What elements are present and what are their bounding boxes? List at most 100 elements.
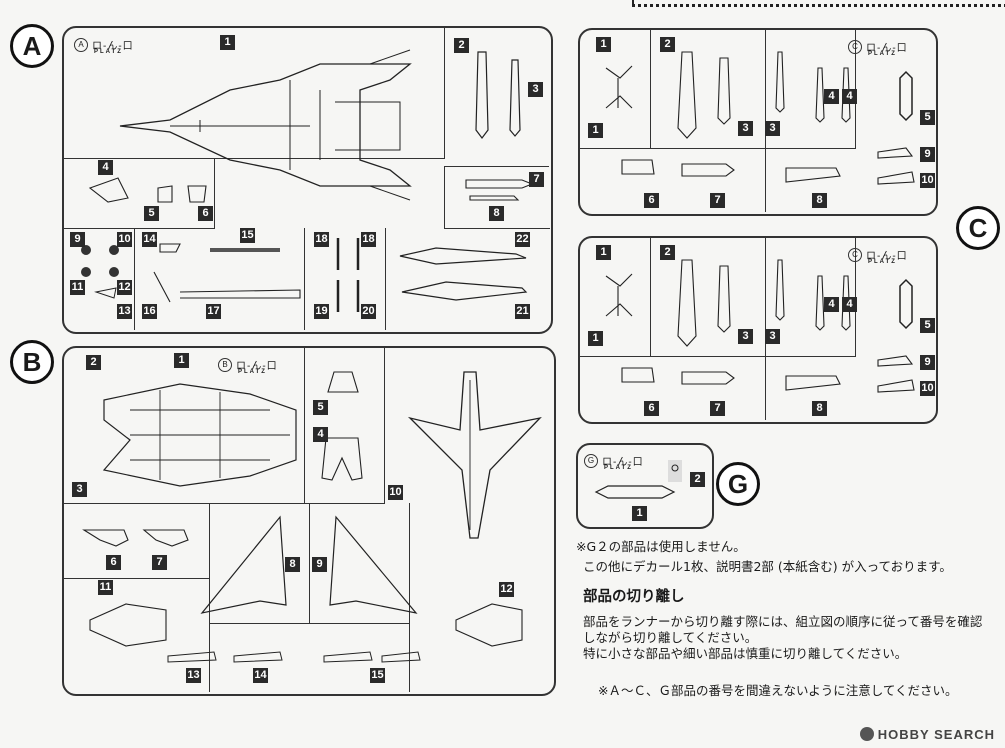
part-number: 3: [738, 121, 753, 136]
sprue-b-letter: B: [10, 340, 54, 384]
sprue-g-runner: [576, 443, 714, 529]
sprue-a-letter: A: [10, 24, 54, 68]
part-number: 13: [117, 304, 132, 319]
part-number: 22: [515, 232, 530, 247]
sprue-a-cell-4-6: [64, 158, 215, 229]
part-number: 3: [765, 121, 780, 136]
part-number: 4: [824, 89, 839, 104]
part-number: 5: [313, 400, 328, 415]
section-title: 部品の切り離し: [583, 589, 685, 605]
part-number: 4: [842, 297, 857, 312]
sprue-b-part-4-5: [321, 371, 363, 481]
sprue-b-cell-12: [409, 503, 553, 692]
watermark: HOBBY SEARCH: [859, 727, 995, 742]
part-number: 1: [220, 35, 235, 50]
part-number: 6: [644, 401, 659, 416]
sprue-b-runner: [62, 346, 556, 696]
part-number: 10: [117, 232, 132, 247]
sprue-a-part-18-20: [336, 238, 360, 312]
part-number: 7: [152, 555, 167, 570]
sprue-b-part-6-7: [82, 529, 189, 547]
sprue-a-cell-14-17: [134, 228, 305, 330]
sprue-a-cell-7-8: [444, 166, 550, 229]
part-number: 11: [70, 280, 85, 295]
sprue-b-part-13-15: [167, 651, 421, 663]
part-number: 3: [528, 82, 543, 97]
sprue-a-part-7-8: [465, 179, 534, 201]
part-number: 2: [86, 355, 101, 370]
sprue-b-part-11-12: [89, 603, 523, 647]
part-number: 18: [361, 232, 376, 247]
sprue-a-part-4-6: [88, 177, 207, 203]
part-number: 9: [920, 355, 935, 370]
part-number: 21: [515, 304, 530, 319]
part-number: 11: [98, 580, 113, 595]
part-number: 4: [842, 89, 857, 104]
part-number: 1: [596, 37, 611, 52]
part-number: 15: [370, 668, 385, 683]
sprue-b-part-8: [200, 515, 287, 614]
sprue-b-part-1-fuselage: [102, 383, 297, 487]
part-number: 3: [738, 329, 753, 344]
part-number: 6: [106, 555, 121, 570]
note-contents: この他にデカール1枚、説明書2部 (本紙含む) が入っております。: [583, 559, 952, 574]
instruction-line-2: しながら切り離してください。: [583, 630, 758, 645]
part-number: 10: [920, 173, 935, 188]
note-g2-unused: ※G２の部品は使用しません。: [576, 539, 746, 554]
part-number: 19: [314, 304, 329, 319]
sprue-c1-cell-2-3: [650, 30, 766, 149]
part-number: 8: [489, 206, 504, 221]
instruction-line-3: 特に小さな部品や細い部品は慎重に切り離してください。: [583, 646, 908, 661]
sprue-c1-cell-8-10: [765, 148, 935, 212]
sprue-c1-cell-1: [580, 30, 651, 149]
sprue-b-cell-1-3: [64, 348, 305, 504]
sprue-b-cell-8: [209, 503, 310, 624]
sprue-c2-parts-drawing: [605, 259, 915, 393]
caution-note: ※Ａ～Ｃ、Ｇ部品の番号を間違えないように注意してください。: [598, 683, 958, 698]
part-number: 2: [690, 472, 705, 487]
part-number: 1: [588, 331, 603, 346]
part-number: 14: [253, 668, 268, 683]
sprue-a-part-1-fuselage: [119, 49, 412, 201]
part-number: 7: [710, 401, 725, 416]
part-number: 6: [644, 193, 659, 208]
part-number: 3: [72, 482, 87, 497]
part-number: 4: [824, 297, 839, 312]
part-number: 1: [588, 123, 603, 138]
sprue-b-cell-6-7: [64, 503, 210, 579]
part-number: 5: [144, 206, 159, 221]
sprue-b-part-10-wing: [407, 371, 542, 539]
part-number: 2: [660, 245, 675, 260]
part-number: 18: [314, 232, 329, 247]
part-number: 10: [920, 381, 935, 396]
part-number: 1: [596, 245, 611, 260]
part-number: 15: [240, 228, 255, 243]
sprue-a-part-21-22: [399, 247, 528, 301]
instruction-line-1: 部品をランナーから切り離す際には、組立図の順序に従って番号を確認: [583, 614, 983, 629]
sprue-a-part-14-17: [153, 243, 301, 303]
part-number: 17: [206, 304, 221, 319]
part-number: 4: [98, 160, 113, 175]
sprue-c-letter: C: [956, 206, 1000, 250]
sprue-b-cell-4-5: [304, 348, 385, 504]
sprue-c2-cell-8-10: [765, 356, 935, 420]
part-number: 6: [198, 206, 213, 221]
sprue-a-cell-18-20: [304, 228, 386, 330]
sprue-a-cell-2-3: [444, 28, 549, 167]
sprue-a-runner: [62, 26, 553, 334]
sprue-a-cell-1: [64, 28, 445, 159]
part-number: 8: [812, 401, 827, 416]
sprue-a-part-2-3: [475, 51, 521, 139]
part-number: 7: [710, 193, 725, 208]
part-number: 2: [454, 38, 469, 53]
part-number: 2: [660, 37, 675, 52]
part-number: 3: [765, 329, 780, 344]
sprue-c2-cell-1: [580, 238, 651, 357]
part-number: 12: [499, 582, 514, 597]
part-number: 1: [632, 506, 647, 521]
part-number: 9: [70, 232, 85, 247]
hobby-search-logo-icon: [859, 727, 874, 741]
